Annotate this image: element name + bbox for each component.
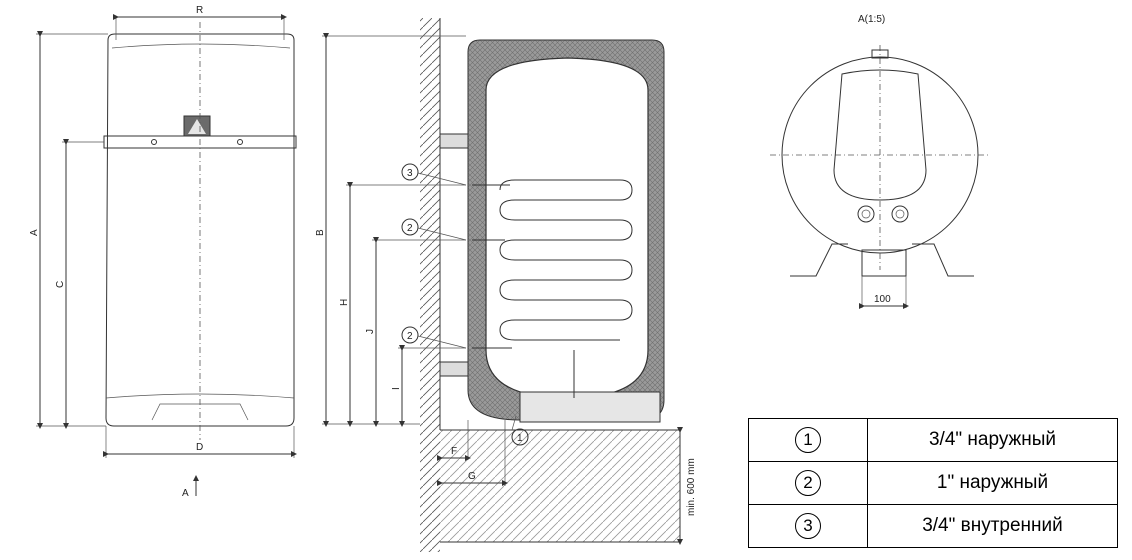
dim-b-label: B	[315, 229, 326, 236]
detail-dim-label: 100	[874, 294, 891, 305]
callout-2a-circle	[401, 218, 419, 236]
front-connection-symbol	[188, 119, 206, 134]
dim-i-label: I	[391, 387, 402, 390]
callout-3-text: 3	[407, 168, 413, 179]
detail-pipe-left	[857, 205, 875, 223]
detail-title: A(1:5)	[858, 14, 885, 25]
legend-row: 1 3/4" наружный	[748, 418, 1118, 462]
view-arrow-label: A	[182, 488, 189, 499]
legend-number: 2	[795, 470, 821, 496]
wall-stub-top	[439, 133, 469, 149]
dim-h-label: H	[339, 299, 350, 306]
callout-3-circle	[401, 163, 419, 181]
legend-row: 3 3/4" внутренний	[748, 504, 1118, 548]
detail-top-nipple	[871, 49, 889, 59]
dim-floor-label: min. 600 mm	[686, 458, 697, 516]
wall-stub-bottom	[439, 361, 469, 377]
legend-row: 2 1" наружный	[748, 461, 1118, 505]
legend-number: 3	[795, 513, 821, 539]
wall-hatch	[420, 18, 440, 552]
front-bottom-cap	[105, 393, 295, 399]
legend-text: 3/4" внутренний	[867, 504, 1118, 548]
tank-inner	[485, 57, 649, 399]
front-top-cap	[111, 43, 291, 49]
bracket-hole-left	[151, 139, 157, 145]
detail-pipe-right	[891, 205, 909, 223]
callout-1-circle	[511, 428, 529, 446]
floor-area	[440, 430, 680, 542]
dim-f-label: F	[451, 446, 457, 457]
connection-legend: 1 3/4" наружный 2 1" наружный 3 3/4" вну…	[748, 418, 1118, 548]
legend-number: 1	[795, 427, 821, 453]
dim-g-label: G	[468, 471, 476, 482]
side-view: B H J I 3 2 2 1 F G	[315, 18, 697, 552]
legend-text: 3/4" наружный	[867, 418, 1118, 462]
callout-1-text: 1	[517, 433, 523, 444]
detail-bottom-box	[861, 249, 907, 277]
callout-2b-text: 2	[407, 331, 413, 342]
detail-cover-shape	[833, 69, 927, 201]
callout-2b-circle	[401, 326, 419, 344]
bracket-hole-right	[237, 139, 243, 145]
front-cover	[519, 391, 661, 423]
callout-2a-text: 2	[407, 223, 413, 234]
detail-view: A(1:5) 100	[770, 14, 990, 309]
front-view: R A C D A	[29, 5, 297, 499]
dim-d-label: D	[196, 442, 203, 453]
dim-c-label: C	[55, 281, 66, 288]
legend-text: 1" наружный	[867, 461, 1118, 505]
heating-coil	[472, 179, 633, 349]
front-body-outline	[105, 33, 295, 427]
detail-leg-right	[912, 243, 974, 277]
dim-r-label: R	[196, 5, 203, 16]
dim-a-label: A	[29, 229, 40, 236]
detail-leg-left	[790, 243, 848, 277]
dim-j-label: J	[365, 329, 376, 334]
